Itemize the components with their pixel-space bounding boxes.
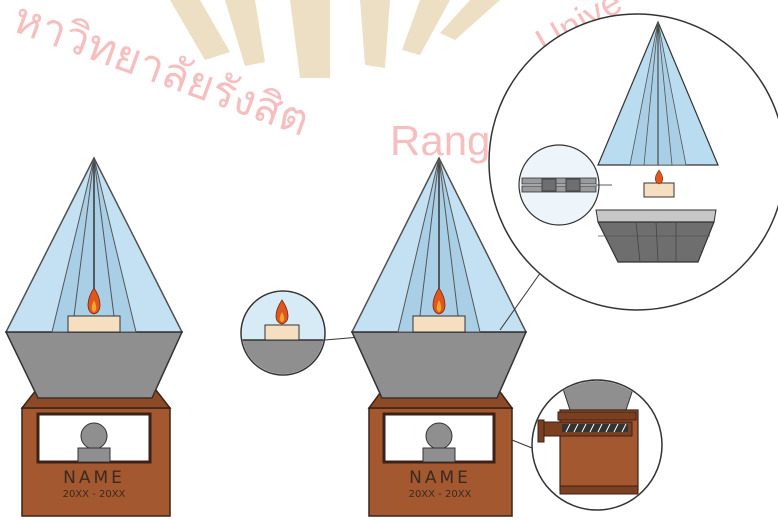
watermark-thai: หาวิทยาลัยรังสิต	[7, 0, 316, 146]
candle	[412, 315, 466, 333]
drawer-handle	[537, 419, 545, 443]
lantern-metal-base	[350, 331, 528, 399]
portrait-head	[80, 422, 108, 450]
candle-detail-callout	[240, 290, 373, 376]
plaque-years: 20XX - 20XX	[63, 489, 126, 500]
metal-base-body	[597, 221, 715, 263]
candle	[67, 315, 121, 333]
watermark-logo	[170, 0, 500, 78]
plaque-name: NAME	[409, 468, 471, 488]
exploded-view-callout	[488, 13, 778, 311]
flame-icon	[654, 169, 664, 185]
plaque-years: 20XX - 20XX	[409, 489, 472, 500]
candle	[643, 182, 675, 198]
lantern-metal-base	[4, 331, 184, 399]
portrait-body	[77, 447, 111, 463]
hinge-detail-callout	[518, 144, 600, 226]
memorial-left: NAME 20XX - 20XX	[4, 156, 184, 517]
portrait-body	[422, 447, 456, 463]
metal-base-rim	[595, 209, 717, 223]
plaque-name: NAME	[63, 468, 125, 488]
memorial-right: NAME 20XX - 20XX	[350, 156, 528, 517]
portrait-head	[425, 422, 453, 450]
leader-line	[511, 439, 533, 449]
drawer-detail-callout	[511, 379, 663, 511]
